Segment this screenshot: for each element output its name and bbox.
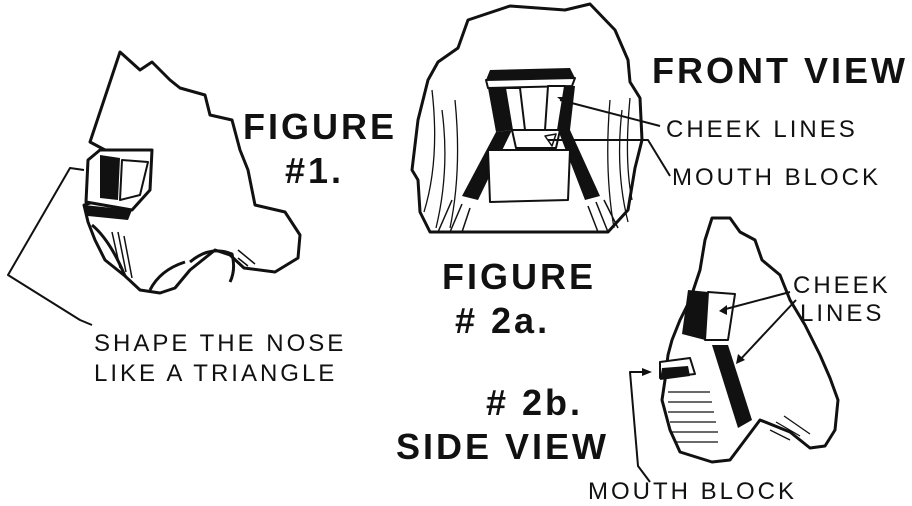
side-view-cheek-label-line-1: CHEEK <box>793 272 891 300</box>
figure-2b-number: # 2b. <box>486 384 583 422</box>
figure-2b-side-view-drawing <box>630 218 838 482</box>
figure-2a-title: FIGURE <box>442 258 596 296</box>
front-view-title: FRONT VIEW <box>652 52 908 90</box>
figure-2a-front-view-drawing <box>412 4 670 232</box>
side-view-title: SIDE VIEW <box>396 428 609 466</box>
front-view-mouth-block-label: MOUTH BLOCK <box>672 164 881 192</box>
side-view-cheek-label-line-2: LINES <box>800 300 884 328</box>
nose-shape-note-line-2: LIKE A TRIANGLE <box>94 360 337 388</box>
nose-shape-note-line-1: SHAPE THE NOSE <box>94 330 346 358</box>
figure-2a-number: # 2a. <box>455 302 550 340</box>
side-view-mouth-block-label: MOUTH BLOCK <box>588 478 797 506</box>
figure-1-block-drawing <box>8 52 300 325</box>
front-view-cheek-lines-label: CHEEK LINES <box>666 116 858 144</box>
figure-1-number: #1. <box>285 152 344 190</box>
figure-1-title: FIGURE <box>243 108 397 146</box>
